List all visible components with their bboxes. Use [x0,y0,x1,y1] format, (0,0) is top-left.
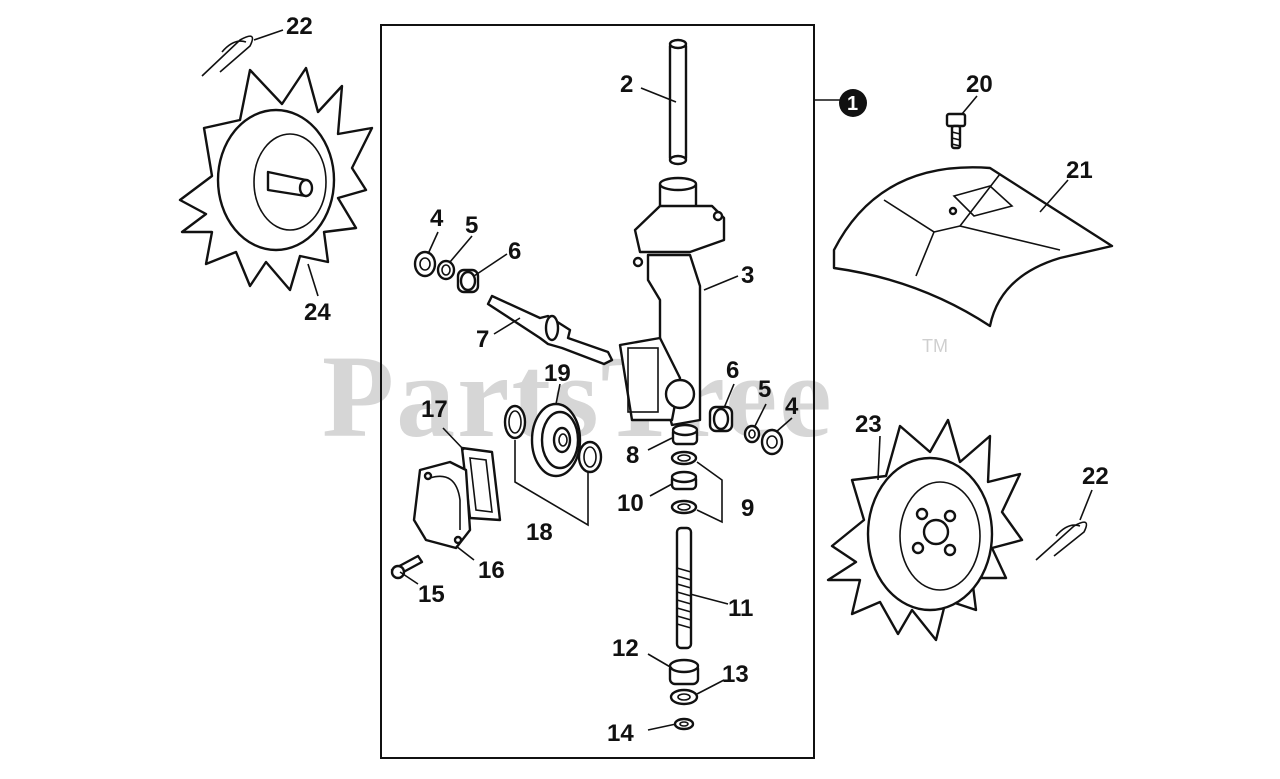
label-part-4-upper[interactable]: 4 [430,205,444,232]
label-part-22-lower[interactable]: 22 [1082,463,1109,490]
part-4-washer-upper[interactable] [413,250,437,278]
leader-lines [253,29,1093,731]
label-part-8[interactable]: 8 [626,442,639,469]
label-part-17[interactable]: 17 [421,396,448,423]
part-4-washer-lower[interactable] [760,428,784,456]
part-labels: 2 3 4 5 6 7 6 5 4 8 9 10 11 12 13 14 15 … [286,13,1109,747]
part-9-washer-lower[interactable] [670,499,698,515]
part-9-bracket-line [696,461,723,524]
part-10-bushing[interactable] [670,470,698,491]
part-18-washer-right[interactable] [577,440,603,474]
part-22-hairpin-upper[interactable] [201,35,254,77]
part-19-gear[interactable] [530,402,582,478]
part-22-hairpin-lower[interactable] [1035,521,1088,561]
part-9-washer-upper[interactable] [670,450,698,466]
part-2-tube[interactable] [668,38,688,166]
part-6-bushing-lower[interactable] [708,405,734,433]
part-18-bracket-line [514,440,589,527]
part-5-ring-upper[interactable] [436,259,456,281]
label-part-18[interactable]: 18 [526,519,553,546]
part-3-gear-case[interactable] [618,176,726,427]
label-part-6-upper[interactable]: 6 [508,238,521,265]
assembly-callout-number: 1 [847,93,858,115]
part-20-bolt[interactable] [945,112,967,150]
part-11-worm-shaft[interactable] [675,526,693,650]
label-part-6-lower[interactable]: 6 [726,357,739,384]
part-16-cover[interactable] [412,460,472,550]
label-part-10[interactable]: 10 [617,490,644,517]
label-part-5-upper[interactable]: 5 [465,212,478,239]
label-part-4-lower[interactable]: 4 [785,393,799,420]
part-23-tine[interactable] [826,418,1024,642]
label-part-24[interactable]: 24 [304,299,331,326]
part-18-washer-left[interactable] [503,404,527,440]
part-6-bushing-upper[interactable] [456,268,480,294]
label-part-16[interactable]: 16 [478,557,505,584]
label-part-5-lower[interactable]: 5 [758,376,771,403]
part-7-shaft[interactable] [486,294,614,366]
label-part-21[interactable]: 21 [1066,157,1093,184]
label-part-14[interactable]: 14 [607,720,634,747]
part-21-shield[interactable] [832,166,1114,328]
label-part-11[interactable]: 11 [728,595,753,622]
label-part-19[interactable]: 19 [544,360,571,387]
part-24-tine[interactable] [178,66,374,292]
part-13-washer[interactable] [669,688,699,706]
label-part-15[interactable]: 15 [418,581,445,608]
label-part-13[interactable]: 13 [722,661,749,688]
label-part-2[interactable]: 2 [620,71,633,98]
label-part-9[interactable]: 9 [741,495,754,522]
watermark-trademark: TM [922,336,948,356]
part-8-bushing[interactable] [671,423,699,446]
label-part-23[interactable]: 23 [855,411,882,438]
label-part-7[interactable]: 7 [476,326,489,353]
label-part-3[interactable]: 3 [741,262,754,289]
label-part-22-upper[interactable]: 22 [286,13,313,40]
part-12-bearing[interactable] [668,658,700,686]
label-part-20[interactable]: 20 [966,71,993,98]
part-5-ring-lower[interactable] [743,424,761,444]
part-14-washer[interactable] [673,717,695,731]
assembly-callout[interactable]: 1 [814,89,867,117]
label-part-12[interactable]: 12 [612,635,639,662]
part-15-bolt[interactable] [390,554,424,580]
assembly-frame [380,24,815,759]
